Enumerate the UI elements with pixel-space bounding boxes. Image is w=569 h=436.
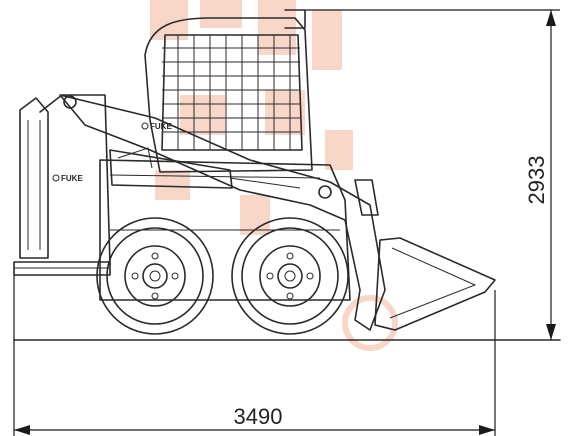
front-wheel: [231, 217, 349, 335]
rear-body: [13, 94, 111, 276]
bucket: [374, 237, 496, 331]
lift-arm: [59, 94, 386, 331]
brand-logo-arm: FUKE: [141, 122, 172, 131]
watermark: [150, 0, 398, 351]
height-dimension: 2933: [305, 9, 560, 340]
length-value: 3490: [234, 404, 283, 429]
height-value: 2933: [524, 156, 549, 205]
brand-text-arm: FUKE: [150, 122, 172, 131]
length-dimension: 3490: [13, 275, 496, 436]
chassis: [99, 159, 351, 301]
rear-wheel: [96, 217, 214, 335]
brand-text-front: FUKE: [61, 174, 83, 183]
cab: [144, 9, 313, 173]
brand-logo-front: FUKE: [52, 174, 83, 183]
